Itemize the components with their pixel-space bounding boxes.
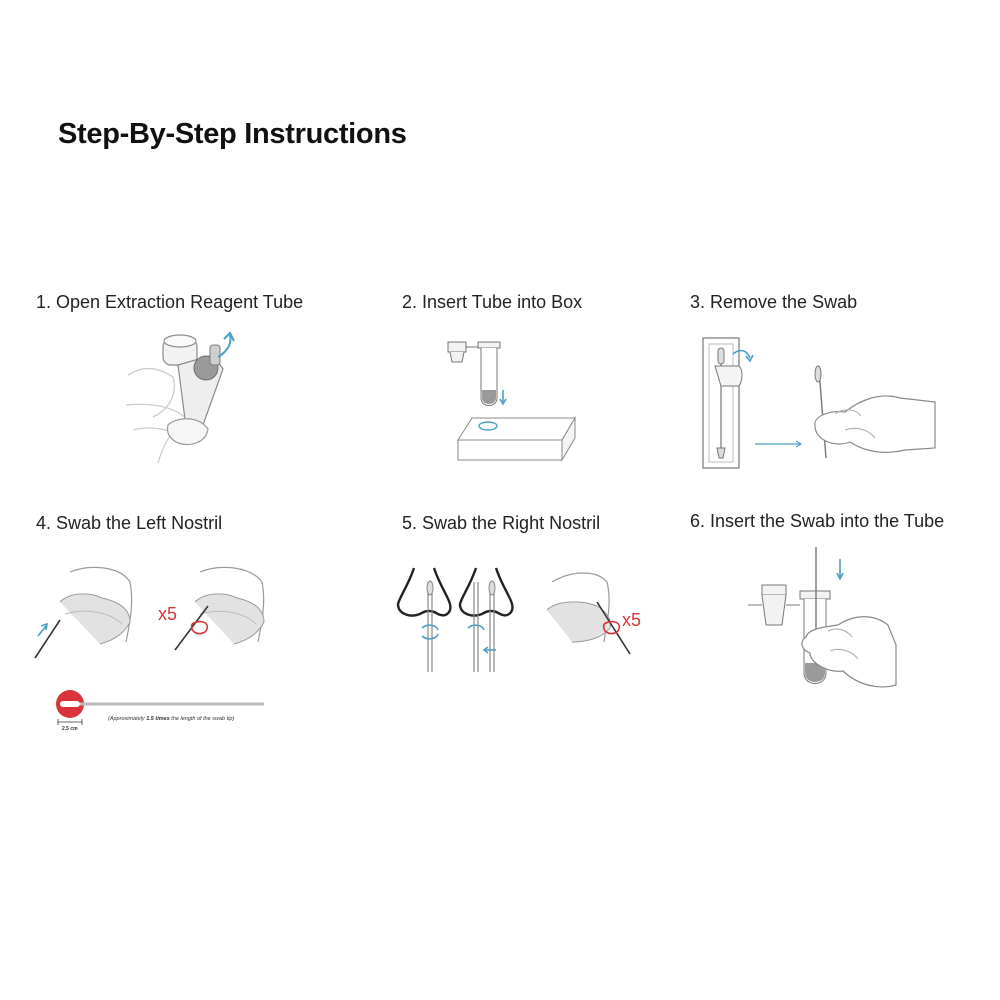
swab-depth-guide bbox=[54, 688, 274, 728]
step-2-illustration bbox=[440, 330, 585, 465]
step-6-illustration bbox=[748, 545, 898, 695]
scale-label: 2.5 cm bbox=[62, 726, 78, 732]
page-title: Step-By-Step Instructions bbox=[58, 118, 407, 150]
swab-into-tube-icon bbox=[748, 547, 897, 688]
swab-depth-icon bbox=[56, 690, 264, 725]
step-5-repeat-count: x5 bbox=[622, 610, 641, 630]
reagent-tube-opening-icon bbox=[125, 331, 235, 464]
step-3-illustration bbox=[695, 330, 940, 475]
swab-depth-note: (Approximately 1.5 times the length of t… bbox=[108, 716, 234, 722]
step-2-label: 2. Insert Tube into Box bbox=[402, 292, 583, 312]
swab-removal-icon bbox=[702, 337, 936, 469]
swab-depth-note-suffix: the length of the swab tip) bbox=[169, 716, 235, 722]
step-4-repeat-count: x5 bbox=[158, 604, 177, 624]
step-5-illustration: x5 bbox=[392, 562, 652, 677]
step-3-label: 3. Remove the Swab bbox=[690, 292, 858, 312]
step-4-illustration: x5 bbox=[30, 562, 280, 672]
tube-into-box-icon bbox=[447, 341, 576, 462]
step-5-label: 5. Swab the Right Nostril bbox=[402, 513, 601, 533]
swab-depth-note-prefix: (Approximately bbox=[108, 716, 147, 722]
step-6-label: 6. Insert the Swab into the Tube bbox=[690, 511, 945, 531]
step-4-label: 4. Swab the Left Nostril bbox=[36, 513, 223, 533]
right-nostril-swab-icon: x5 bbox=[396, 567, 641, 672]
step-1-illustration bbox=[118, 325, 258, 467]
swab-depth-note-emphasis: 1.5 times bbox=[146, 716, 170, 722]
step-1-label: 1. Open Extraction Reagent Tube bbox=[36, 292, 304, 312]
left-nostril-swab-icon: x5 bbox=[34, 566, 265, 659]
